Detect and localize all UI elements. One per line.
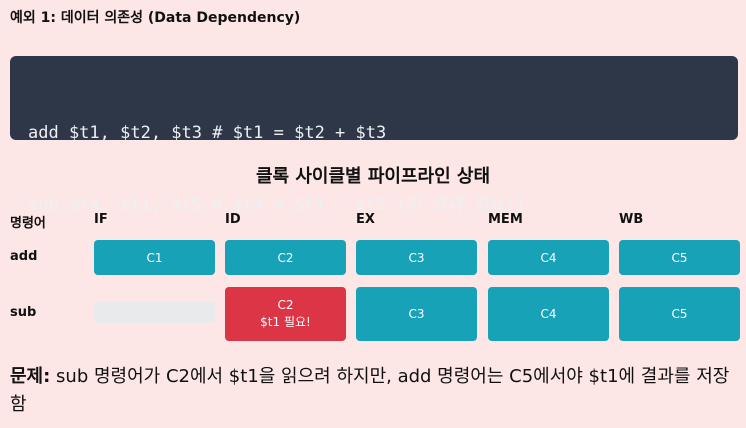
cycle-label: C3 <box>408 307 425 321</box>
pipeline-title: 클록 사이클별 파이프라인 상태 <box>255 166 491 187</box>
add-stage-if: C1 <box>94 240 215 275</box>
add-stage-wb: C5 <box>619 240 740 275</box>
cycle-label: C4 <box>540 250 557 265</box>
header-mem: MEM <box>488 212 523 227</box>
problem-text: sub 명령어가 C2에서 $t1을 읽으려 하지만, add 명령어는 C5에… <box>10 366 730 415</box>
sub-stage-ex: C3 <box>356 287 477 341</box>
cycle-label: C4 <box>540 307 557 321</box>
row-label-sub: sub <box>10 305 37 320</box>
stall-note: $t1 필요! <box>260 315 311 329</box>
header-wb: WB <box>619 212 644 227</box>
add-stage-ex: C3 <box>356 240 477 275</box>
cycle-label: C2 <box>277 298 294 312</box>
code-line-add: add $t1, $t2, $t3 # $t1 = $t2 + $t3 <box>28 123 387 143</box>
add-stage-id: C2 <box>225 240 346 275</box>
header-id: ID <box>225 212 241 227</box>
sub-stage-wb: C5 <box>619 287 740 341</box>
header-instruction: 명령어 <box>10 216 46 231</box>
cycle-label: C5 <box>671 250 688 265</box>
add-stage-mem: C4 <box>488 240 609 275</box>
example-heading: 예외 1: 데이터 의존성 (Data Dependency) <box>10 10 301 26</box>
problem-statement: 문제: sub 명령어가 C2에서 $t1을 읽으려 하지만, add 명령어는… <box>10 363 738 419</box>
cycle-label: C1 <box>146 250 163 265</box>
code-block: add $t1, $t2, $t3 # $t1 = $t2 + $t3 sub … <box>10 56 738 215</box>
sub-stage-mem: C4 <box>488 287 609 341</box>
sub-stage-id: C2 $t1 필요! <box>225 287 346 341</box>
cycle-label: C2 <box>277 250 294 265</box>
cycle-label: C5 <box>671 307 688 321</box>
header-ex: EX <box>356 212 375 227</box>
code-line-sub: sub $t4, $t1, $t5 # $t4 = $t1 - $t5 (위 결… <box>28 195 526 215</box>
problem-label: 문제: <box>10 366 51 387</box>
row-label-add: add <box>10 248 38 264</box>
header-if: IF <box>94 212 108 227</box>
cycle-label: C3 <box>408 250 425 265</box>
sub-stage-if <box>94 302 215 323</box>
